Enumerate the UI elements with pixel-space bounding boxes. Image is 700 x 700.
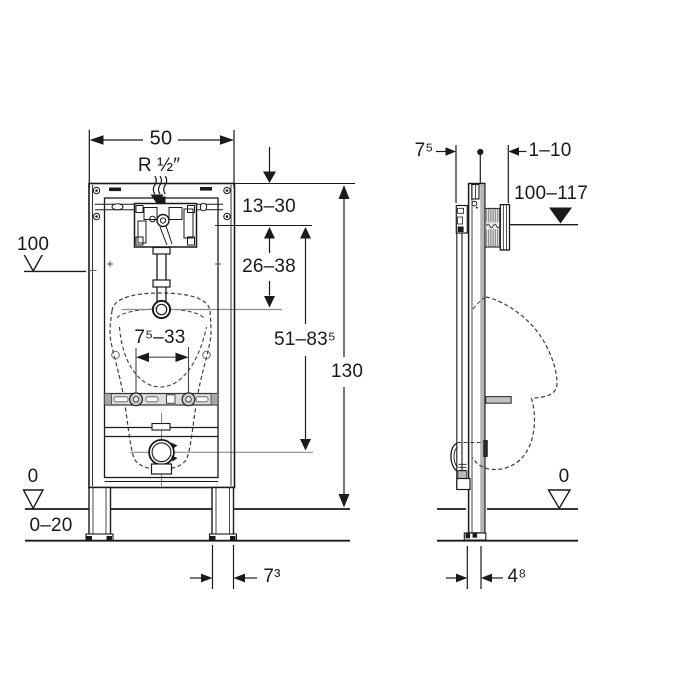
bolt-spacing-dimension [135,347,190,393]
foot-depth-label: 4⁸ [505,566,529,588]
wall-gap-label: 1–10 [526,140,574,162]
top-offset-label: 13–30 [240,196,298,218]
drain-bend-side [450,442,467,473]
urinal-fixing-hole-left [111,350,120,360]
side-view [450,182,558,541]
wall-datum-label: 100 [14,234,52,256]
datum-100 [22,252,97,273]
dim-13-30 [263,147,276,183]
dim-130 [338,185,350,508]
front-view [88,175,313,536]
dim-width-50 [88,130,235,188]
floor-datum-side-label: 0 [556,466,572,488]
pipe-holder-tab [483,440,488,457]
urinal-outline-front [109,292,212,471]
front-width-label: 50 [147,127,175,150]
urinal-bracket [485,396,512,404]
flush-valve [133,202,198,248]
drain-outlet [148,438,178,475]
datum-100-117 [509,207,578,226]
datum-0-front-icon [22,489,45,510]
mounting-bolt-right [181,392,196,407]
frame-rail-side [467,182,486,534]
water-supply-label: R ½″ [135,155,183,177]
datum-0-side-icon [547,489,572,510]
inlet-height-label: 51–83⁵ [272,329,338,351]
flush-pipe-block [484,203,511,251]
water-inlet-connector [151,299,172,320]
dim-chain-dot [477,148,484,184]
foot-clamp-block [457,470,468,479]
dim-profile-7-5 [436,145,457,203]
flush-pipe [152,246,171,302]
floor-lines [25,508,578,542]
screed-range-label: 0–20 [27,515,75,537]
frame-height-label: 130 [328,361,366,383]
foot-side [463,532,487,541]
foot-bracket-side [456,477,471,491]
dimension-lines [88,130,527,589]
dim-leg-7-3 [190,545,257,589]
frame-slots [107,187,221,267]
urinal-outline-side [457,296,558,471]
water-supply-connection [150,175,168,204]
floor-datum-front-label: 0 [25,466,41,488]
supply-arrow-icon [150,194,164,204]
outlet-height-label: 100–117 [512,183,590,205]
dim-wall-1-10 [507,145,527,203]
wall-clip [455,204,468,234]
mounting-bolt-left [129,392,144,407]
dim-26-38 [264,227,275,308]
leg-width-label: 7³ [261,566,283,588]
frame-feet [85,533,238,541]
inlet-span-label: 26–38 [240,256,298,278]
frame-screws [92,186,231,221]
lower-crossbar [104,422,218,438]
urinal-fixing-hole-right [202,350,211,360]
urinal-mounting-rail [103,392,219,407]
dim-51-83 [300,227,311,451]
dim-foot-4-8 [446,546,503,589]
bolt-spacing-label: 7⁵–33 [132,327,188,349]
profile-depth-label: 7⁵ [412,140,436,162]
frame-legs [88,486,235,536]
